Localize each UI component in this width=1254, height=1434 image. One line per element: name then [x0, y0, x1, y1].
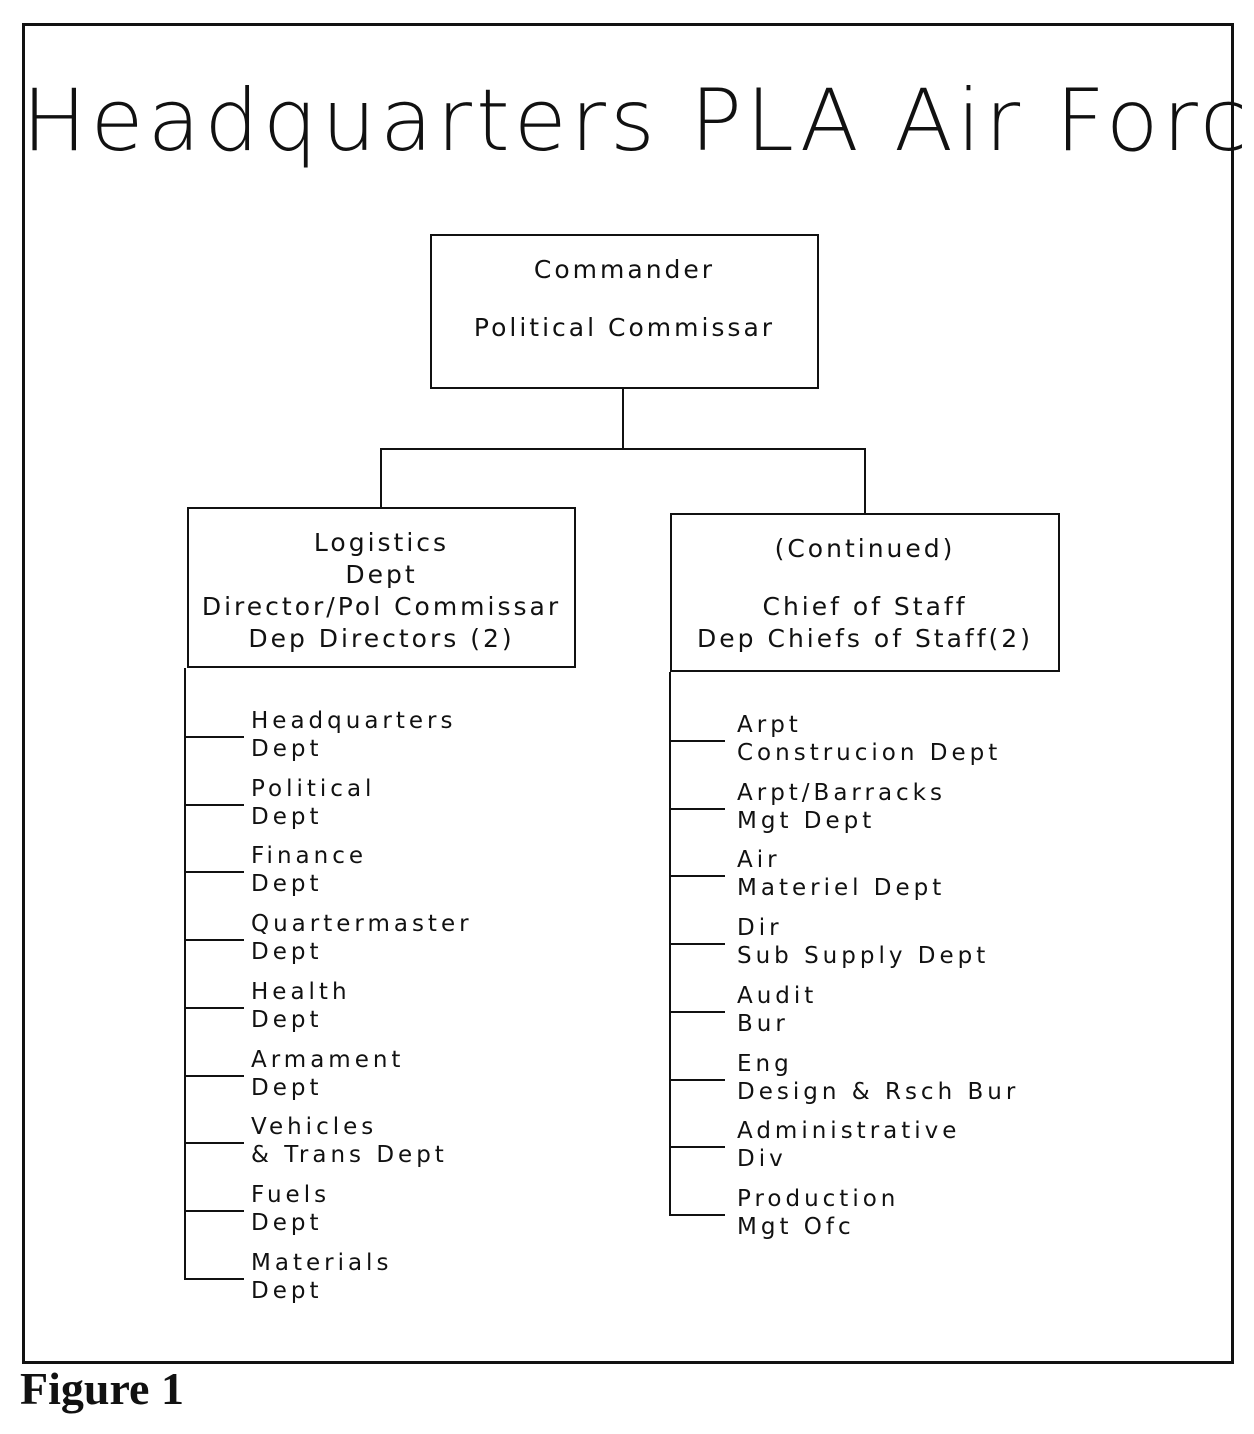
list-item-line2: Div: [737, 1146, 787, 1173]
branch-tick: [669, 740, 725, 742]
logistics-label: Logistics: [313, 528, 450, 557]
list-item-line1: Fuels: [251, 1181, 331, 1208]
list-item-line2: Sub Supply Dept: [737, 943, 990, 970]
list-item-line1: Eng: [737, 1050, 793, 1077]
branch-tick: [184, 1006, 244, 1009]
list-item-line1: Administrative: [737, 1118, 961, 1145]
list-item: Vehicles& Trans Dept: [251, 1113, 448, 1169]
list-item-line2: Dept: [251, 939, 323, 966]
branch-tick: [669, 1146, 725, 1149]
list-item-line1: Finance: [251, 843, 367, 870]
branch-tick: [184, 871, 244, 874]
list-item-line2: Dept: [251, 1277, 323, 1304]
list-item-line2: Dept: [251, 803, 323, 830]
branch-tick: [669, 1213, 725, 1216]
branch-tick: [669, 1078, 725, 1081]
list-item-line1: Materials: [251, 1249, 393, 1276]
chief-of-staff-box: (Continued) Chief of Staff Dep Chiefs of…: [670, 513, 1060, 672]
figure-frame: [22, 23, 1234, 1364]
connector-right-drop: [864, 448, 866, 514]
commander-label: Commander: [533, 255, 716, 284]
chart-title: Headquarters PLA Air Force: [22, 71, 1254, 171]
branch-tick: [184, 1074, 244, 1077]
list-item-line1: Audit: [737, 982, 818, 1009]
list-item-line1: Air: [737, 847, 781, 874]
list-item-line2: Dept: [251, 871, 323, 898]
figure-caption: Figure 1: [20, 1363, 184, 1414]
list-item-line1: Armament: [251, 1046, 405, 1073]
branch-tick: [184, 1277, 244, 1280]
branch-tick: [184, 1209, 244, 1212]
list-item-line1: Production: [737, 1185, 900, 1212]
list-item-line2: Mgt Dept: [737, 807, 876, 834]
list-item-line1: Quartermaster: [251, 911, 473, 938]
logistics-dept-label: Dept: [345, 560, 418, 589]
connector-left-drop: [380, 448, 382, 508]
list-item-line1: Arpt/Barracks: [737, 779, 946, 806]
connector-crossbar: [380, 448, 866, 450]
branch-tick: [184, 803, 244, 806]
connector-trunk: [622, 389, 624, 449]
list-item-line1: Vehicles: [251, 1114, 378, 1141]
dep-chiefs-label: Dep Chiefs of Staff(2): [697, 624, 1033, 653]
branch-tick: [669, 807, 725, 810]
list-item-line1: Arpt: [737, 712, 802, 738]
list-item-line2: Design & Rsch Bur: [737, 1078, 1020, 1105]
branch-tick: [184, 939, 244, 942]
list-item-line2: Bur: [737, 1010, 789, 1037]
commander-box: Commander Political Commissar: [430, 234, 819, 389]
branch-tick: [184, 1142, 244, 1145]
chief-of-staff-label: Chief of Staff: [762, 592, 968, 621]
branch-tick: [669, 875, 725, 878]
list-item-line1: Headquarters: [251, 708, 457, 734]
branch-tick: [669, 943, 725, 946]
list-item-line2: & Trans Dept: [251, 1142, 448, 1169]
list-item-line2: Dept: [251, 736, 323, 762]
logistics-dept-box: Logistics Dept Director/Pol Commissar De…: [187, 507, 576, 668]
branch-tick: [184, 736, 244, 738]
list-item-line2: Dept: [251, 1006, 323, 1033]
logistics-director-label: Director/Pol Commissar: [201, 592, 562, 621]
list-item-line2: Materiel Dept: [737, 875, 946, 902]
political-commissar-label: Political Commissar: [473, 313, 776, 342]
list-item-line2: Dept: [251, 1074, 323, 1101]
branch-tick: [669, 1010, 725, 1013]
list-item-line1: Political: [251, 775, 376, 802]
continued-label: (Continued): [774, 534, 956, 563]
list-item-line1: Health: [251, 978, 351, 1005]
list-item-line2: Mgt Ofc: [737, 1213, 855, 1240]
list-item-line2: Construcion Dept: [737, 740, 1002, 766]
list-item-line2: Dept: [251, 1209, 323, 1236]
list-item-line1: Dir: [737, 915, 783, 942]
logistics-dep-directors-label: Dep Directors (2): [248, 624, 515, 653]
logistics-spine: [184, 668, 186, 1278]
